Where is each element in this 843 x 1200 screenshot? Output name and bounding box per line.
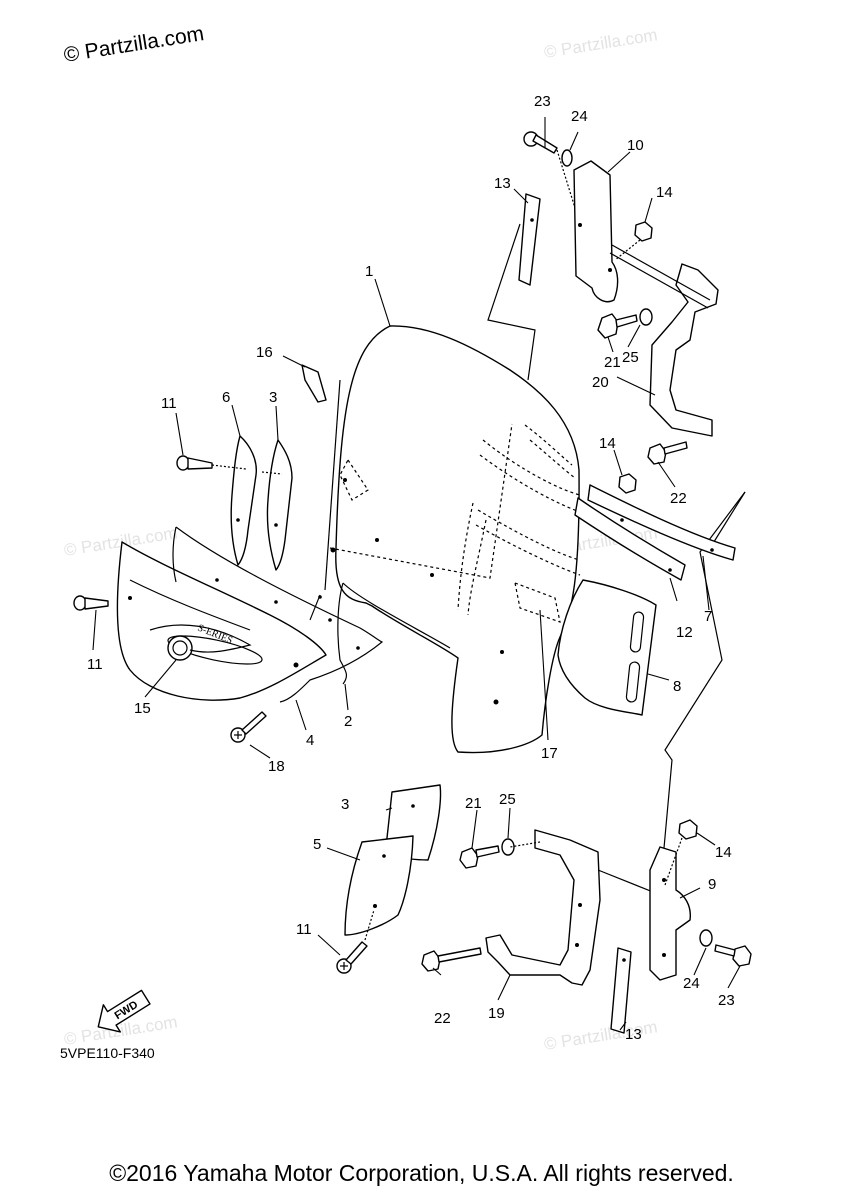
callout-2: 2 — [344, 713, 352, 730]
callout-17: 17 — [541, 745, 558, 762]
bolt-part-22-upper — [647, 441, 688, 465]
callout-21: 21 — [604, 354, 621, 371]
washer-part-25-lower — [501, 838, 515, 856]
nut-part-14-upper — [614, 221, 653, 261]
callout-15: 15 — [134, 700, 151, 717]
callout-7: 7 — [704, 608, 712, 625]
diagram-code: 5VPE110-F340 — [60, 1045, 155, 1061]
bolt-part-22-lower — [421, 947, 482, 972]
bolt-part-23-lower — [714, 944, 752, 967]
watermark-main: © Partzilla.com — [62, 22, 205, 67]
panel-part-5 — [344, 835, 414, 936]
callout-21: 21 — [465, 795, 482, 812]
callout-1: 1 — [365, 263, 373, 280]
callout-labels: 1 16 11 6 3 11 15 4 2 18 17 3 5 11 21 25… — [87, 93, 735, 1043]
bolt-part-21-upper — [597, 313, 638, 339]
copyright-footer: ©2016 Yamaha Motor Corporation, U.S.A. A… — [109, 1160, 734, 1186]
nut-part-14-mid — [618, 473, 637, 494]
strip-part-12 — [574, 497, 686, 581]
callout-20: 20 — [592, 374, 609, 391]
screw-part-11-upper — [176, 455, 283, 475]
screw-part-11-left — [73, 595, 109, 611]
callout-22: 22 — [434, 1010, 451, 1027]
bracket-part-9 — [649, 846, 691, 981]
callout-4: 4 — [306, 732, 314, 749]
callout-3: 3 — [341, 796, 349, 813]
callout-23: 23 — [718, 992, 735, 1009]
strip-part-7 — [587, 484, 736, 561]
callout-9: 9 — [708, 876, 716, 893]
callout-13: 13 — [625, 1026, 642, 1043]
callout-25: 25 — [622, 349, 639, 366]
washer-part-25-upper — [639, 308, 653, 326]
nut-part-14-lower — [664, 819, 698, 886]
callout-22: 22 — [670, 490, 687, 507]
callout-11: 11 — [296, 921, 312, 938]
callout-14: 14 — [599, 435, 616, 452]
windshield-part-1 — [329, 325, 581, 754]
callout-11: 11 — [161, 395, 177, 412]
callout-12: 12 — [676, 624, 693, 641]
label-part-16 — [282, 355, 327, 403]
stay-part-19 — [485, 829, 669, 986]
callout-19: 19 — [488, 1005, 505, 1022]
bolt-part-11-lower — [336, 909, 375, 974]
bolt-part-18 — [230, 711, 267, 743]
callout-5: 5 — [313, 836, 321, 853]
callout-8: 8 — [673, 678, 681, 695]
washer-part-24-upper — [561, 149, 573, 167]
cover-part-15: S-ERIES — [116, 541, 327, 701]
panel-part-2 — [318, 582, 451, 685]
callout-16: 16 — [256, 344, 273, 361]
callout-10: 10 — [627, 137, 644, 154]
callout-13: 13 — [494, 175, 511, 192]
callout-18: 18 — [268, 758, 285, 775]
callout-6: 6 — [222, 389, 230, 406]
watermark-faint: © Partzilla.com — [543, 25, 659, 62]
callout-11: 11 — [87, 656, 103, 673]
bolt-part-21-lower — [459, 845, 500, 869]
bracket-part-10 — [573, 160, 619, 303]
panel-part-6 — [230, 435, 257, 566]
panel-part-3-upper — [266, 439, 293, 571]
callout-14: 14 — [656, 184, 673, 201]
washer-part-24-lower — [699, 929, 713, 947]
cover-part-4 — [172, 526, 384, 703]
callout-25: 25 — [499, 791, 516, 808]
callout-23: 23 — [534, 93, 551, 110]
callout-14: 14 — [715, 844, 732, 861]
stay-part-20 — [609, 244, 719, 437]
callout-3: 3 — [269, 389, 277, 406]
plate-part-13-upper — [518, 193, 541, 286]
panel-part-8 — [557, 579, 657, 716]
callout-24: 24 — [571, 108, 588, 125]
callout-leaders — [92, 117, 741, 1031]
plate-part-13-lower — [610, 947, 632, 1034]
callout-24: 24 — [683, 975, 700, 992]
